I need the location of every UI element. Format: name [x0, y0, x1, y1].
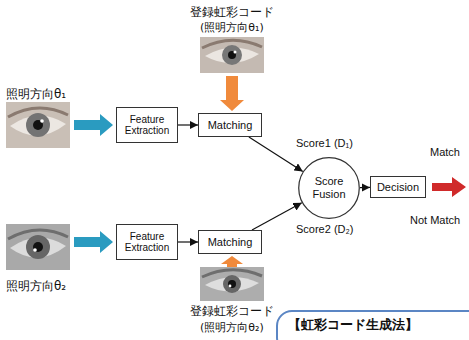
- register-arrow: [220, 76, 244, 111]
- annotation-label: (照明方向θ₂): [200, 320, 264, 335]
- process-box: Matching: [198, 113, 262, 137]
- decision-box: Decision: [370, 176, 426, 198]
- eye-image: [200, 37, 264, 73]
- circle-outline: [299, 158, 360, 219]
- output-arrow: [432, 177, 466, 197]
- input-arrow: [74, 231, 113, 253]
- input-arrow: [74, 114, 113, 136]
- eye-image: [6, 224, 70, 270]
- annotation-label: 登録虹彩コード: [190, 4, 274, 21]
- node-text: Matching: [208, 119, 253, 132]
- annotation-label: 照明方向θ₁: [6, 86, 66, 103]
- connector-arrow: [178, 241, 198, 242]
- node-text: Decision: [377, 181, 419, 194]
- annotation-label: Not Match: [410, 214, 460, 226]
- score-label: Score2 (D₂): [294, 222, 355, 236]
- process-box: Feature Extraction: [116, 224, 178, 260]
- eye-image: [200, 267, 264, 301]
- annotation-label: Match: [430, 146, 460, 158]
- connector-arrow: [178, 124, 198, 125]
- node-text: Feature Extraction: [121, 231, 173, 254]
- node-text: Feature Extraction: [121, 114, 173, 137]
- annotation-label: 登録虹彩コード: [190, 303, 274, 320]
- connector-arrow: [360, 187, 370, 188]
- fusion-circle: Score Fusion: [298, 157, 360, 219]
- node-text: Matching: [208, 236, 253, 249]
- process-box: Feature Extraction: [116, 107, 178, 143]
- score-label: Score1 (D₁): [294, 136, 355, 150]
- info-panel: 【虹彩コード生成法】: [276, 310, 469, 340]
- register-arrow: [221, 256, 243, 267]
- node-text: 【虹彩コード生成法】: [288, 318, 418, 333]
- annotation-label: 照明方向θ₂: [6, 278, 66, 295]
- eye-image: [6, 102, 70, 148]
- process-box: Matching: [198, 230, 262, 254]
- annotation-label: (照明方向θ₁): [200, 20, 264, 35]
- node-text: Score Fusion: [306, 175, 352, 200]
